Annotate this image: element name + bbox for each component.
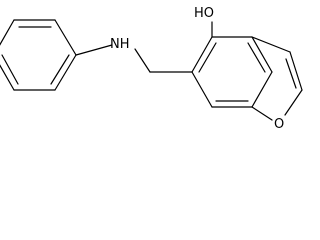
bond: [251, 106, 273, 121]
benzofuran-benzene-ring: [191, 36, 273, 108]
bond: [289, 51, 303, 91]
double-bond: [285, 58, 297, 89]
double-bond: [1, 54, 19, 85]
double-bond: [247, 42, 266, 73]
bond: [0, 19, 15, 46]
double-bond: [198, 42, 217, 73]
bond-phenyl-nh: [75, 44, 113, 56]
furan-ring: [251, 36, 303, 121]
bond: [251, 71, 273, 108]
chemical-structure: NH HO O: [0, 6, 303, 132]
bond: [191, 71, 213, 108]
double-bond: [50, 54, 70, 85]
phenyl-ring: [0, 19, 77, 91]
bond: [284, 89, 303, 116]
furan-o-label: O: [274, 117, 284, 132]
bond: [54, 19, 77, 56]
nh-label: NH: [110, 37, 130, 52]
bond: [0, 64, 15, 91]
oh-label: HO: [194, 6, 214, 21]
bond: [251, 36, 273, 73]
bond-nh-ch2: [134, 48, 151, 73]
bond: [54, 54, 77, 91]
bond: [251, 36, 291, 53]
bond: [191, 36, 213, 73]
